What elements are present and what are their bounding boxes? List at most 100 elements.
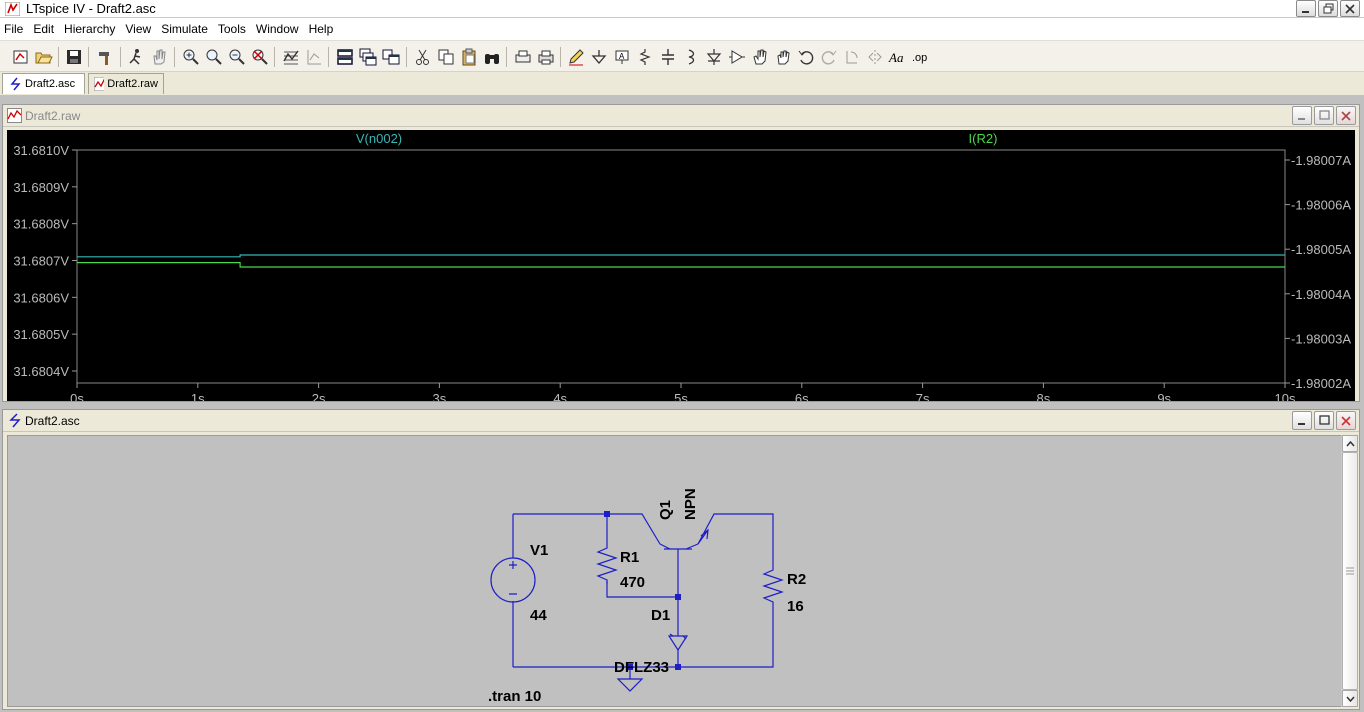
r1-label[interactable]: R1 xyxy=(620,549,639,566)
place-resistor-button[interactable] xyxy=(635,47,655,67)
close-button[interactable] xyxy=(1340,0,1360,17)
zoom-out-button[interactable] xyxy=(227,47,247,67)
r2-value[interactable]: 16 xyxy=(787,598,804,615)
cut-button[interactable] xyxy=(413,47,433,67)
copy-button[interactable] xyxy=(436,47,456,67)
d1-zener[interactable] xyxy=(667,632,689,654)
menu-view[interactable]: View xyxy=(125,22,152,36)
menu-hierarchy[interactable]: Hierarchy xyxy=(64,22,116,36)
rotate-button[interactable] xyxy=(842,47,862,67)
v1-label[interactable]: V1 xyxy=(530,542,548,559)
schematic-maximize-button[interactable] xyxy=(1314,411,1334,430)
r2-label[interactable]: R2 xyxy=(787,571,806,588)
menu-help[interactable]: Help xyxy=(308,22,334,36)
paste-button[interactable] xyxy=(459,47,479,67)
svg-text:.op: .op xyxy=(912,52,927,64)
find-button[interactable] xyxy=(482,47,502,67)
open-button[interactable] xyxy=(34,47,54,67)
place-inductor-button[interactable] xyxy=(681,47,701,67)
waveform-close-button[interactable] xyxy=(1336,106,1356,125)
tab-draft2-raw[interactable]: Draft2.raw xyxy=(88,73,164,94)
drag-button[interactable] xyxy=(773,47,793,67)
d1-model[interactable]: DFLZ33 xyxy=(614,659,669,676)
waveform-window-titlebar[interactable]: Draft2.raw xyxy=(3,105,1359,127)
q1-label[interactable]: Q1 xyxy=(657,500,674,520)
v1-source[interactable] xyxy=(490,557,536,603)
run-button[interactable] xyxy=(126,47,146,67)
menu-tools[interactable]: Tools xyxy=(217,22,246,36)
zoom-in-button[interactable] xyxy=(181,47,201,67)
schematic-canvas[interactable]: V1 44 R1 470 Q1 NPN D1 DFLZ33 R2 16 .tra… xyxy=(7,435,1342,707)
menu-bar: File Edit Hierarchy View Simulate Tools … xyxy=(0,19,1364,40)
scroll-down-button[interactable] xyxy=(1342,690,1358,707)
d1-label[interactable]: D1 xyxy=(651,607,670,624)
control-panel-button[interactable] xyxy=(96,47,116,67)
ground-symbol[interactable] xyxy=(616,678,644,692)
r2-resistor[interactable] xyxy=(762,566,784,614)
mirror-button[interactable] xyxy=(865,47,885,67)
wire-r1-collector[interactable] xyxy=(607,513,661,545)
menu-edit[interactable]: Edit xyxy=(33,22,55,36)
tile-vertical-button[interactable] xyxy=(381,47,401,67)
place-ground-button[interactable] xyxy=(589,47,609,67)
tile-vertical-icon xyxy=(382,49,400,65)
scroll-up-button[interactable] xyxy=(1342,435,1358,452)
redo-button[interactable] xyxy=(819,47,839,67)
spice-directive-button[interactable]: .op xyxy=(911,47,931,67)
x-tick-label: 2s xyxy=(312,391,326,401)
menu-simulate[interactable]: Simulate xyxy=(161,22,208,36)
r1-value[interactable]: 470 xyxy=(620,574,645,591)
zoom-fit-button[interactable] xyxy=(250,47,270,67)
zoom-in-icon xyxy=(183,49,199,65)
q1-model[interactable]: NPN xyxy=(682,488,699,520)
delete-trace-button[interactable] xyxy=(304,47,324,67)
circuit-diagram[interactable]: V1 44 R1 470 Q1 NPN D1 DFLZ33 R2 16 .tra… xyxy=(8,436,1343,708)
new-schematic-button[interactable] xyxy=(11,47,31,67)
tab-draft2-asc[interactable]: Draft2.asc xyxy=(2,73,85,94)
v1-value[interactable]: 44 xyxy=(530,607,547,624)
autorange-button[interactable] xyxy=(281,47,301,67)
print-setup-button[interactable] xyxy=(513,47,533,67)
trace-legend-label[interactable]: V(n002) xyxy=(356,131,402,146)
restore-button[interactable] xyxy=(1318,0,1338,17)
wire-r2-bottom[interactable] xyxy=(678,614,774,668)
trace-v-n002-[interactable] xyxy=(77,254,1285,258)
pan-button[interactable] xyxy=(204,47,224,67)
waveform-minimize-button[interactable] xyxy=(1292,106,1312,125)
schematic-minimize-button[interactable] xyxy=(1292,411,1312,430)
print-button[interactable] xyxy=(536,47,556,67)
window-titlebar: LTspice IV - Draft2.asc xyxy=(0,0,1364,18)
place-capacitor-button[interactable] xyxy=(658,47,678,67)
spice-directive[interactable]: .tran 10 xyxy=(488,688,541,705)
q1-transistor[interactable] xyxy=(659,528,709,550)
minimize-icon xyxy=(1298,117,1305,120)
left-tick-label: 31.6808V xyxy=(13,217,69,232)
trace-i-r2-[interactable] xyxy=(77,262,1285,268)
schematic-vertical-scrollbar[interactable] xyxy=(1341,435,1358,707)
minimize-button[interactable] xyxy=(1296,0,1316,17)
waveform-maximize-button[interactable] xyxy=(1314,106,1334,125)
trace-legend-label[interactable]: I(R2) xyxy=(969,131,998,146)
menu-file[interactable]: File xyxy=(4,22,24,36)
place-diode-button[interactable] xyxy=(704,47,724,67)
scroll-thumb[interactable] xyxy=(1342,452,1358,690)
menu-window[interactable]: Window xyxy=(255,22,299,36)
r1-resistor[interactable] xyxy=(596,544,618,584)
waveform-chart[interactable]: 31.6810V31.6809V31.6808V31.6807V31.6806V… xyxy=(7,130,1355,401)
draw-wire-button[interactable] xyxy=(566,47,586,67)
wire-emitter[interactable] xyxy=(697,513,774,566)
wire-r1-bottom[interactable] xyxy=(606,581,678,598)
save-button[interactable] xyxy=(64,47,84,67)
label-net-button[interactable]: A xyxy=(612,47,632,67)
text-button[interactable]: Aa xyxy=(888,47,908,67)
schematic-window-titlebar[interactable]: Draft2.asc xyxy=(3,410,1359,432)
wire-top-left[interactable] xyxy=(513,513,608,544)
place-component-button[interactable] xyxy=(727,47,747,67)
cascade-button[interactable] xyxy=(358,47,378,67)
tile-horizontal-button[interactable] xyxy=(335,47,355,67)
undo-button[interactable] xyxy=(796,47,816,67)
halt-button[interactable] xyxy=(149,47,169,67)
move-button[interactable] xyxy=(750,47,770,67)
schematic-close-button[interactable] xyxy=(1336,411,1356,430)
